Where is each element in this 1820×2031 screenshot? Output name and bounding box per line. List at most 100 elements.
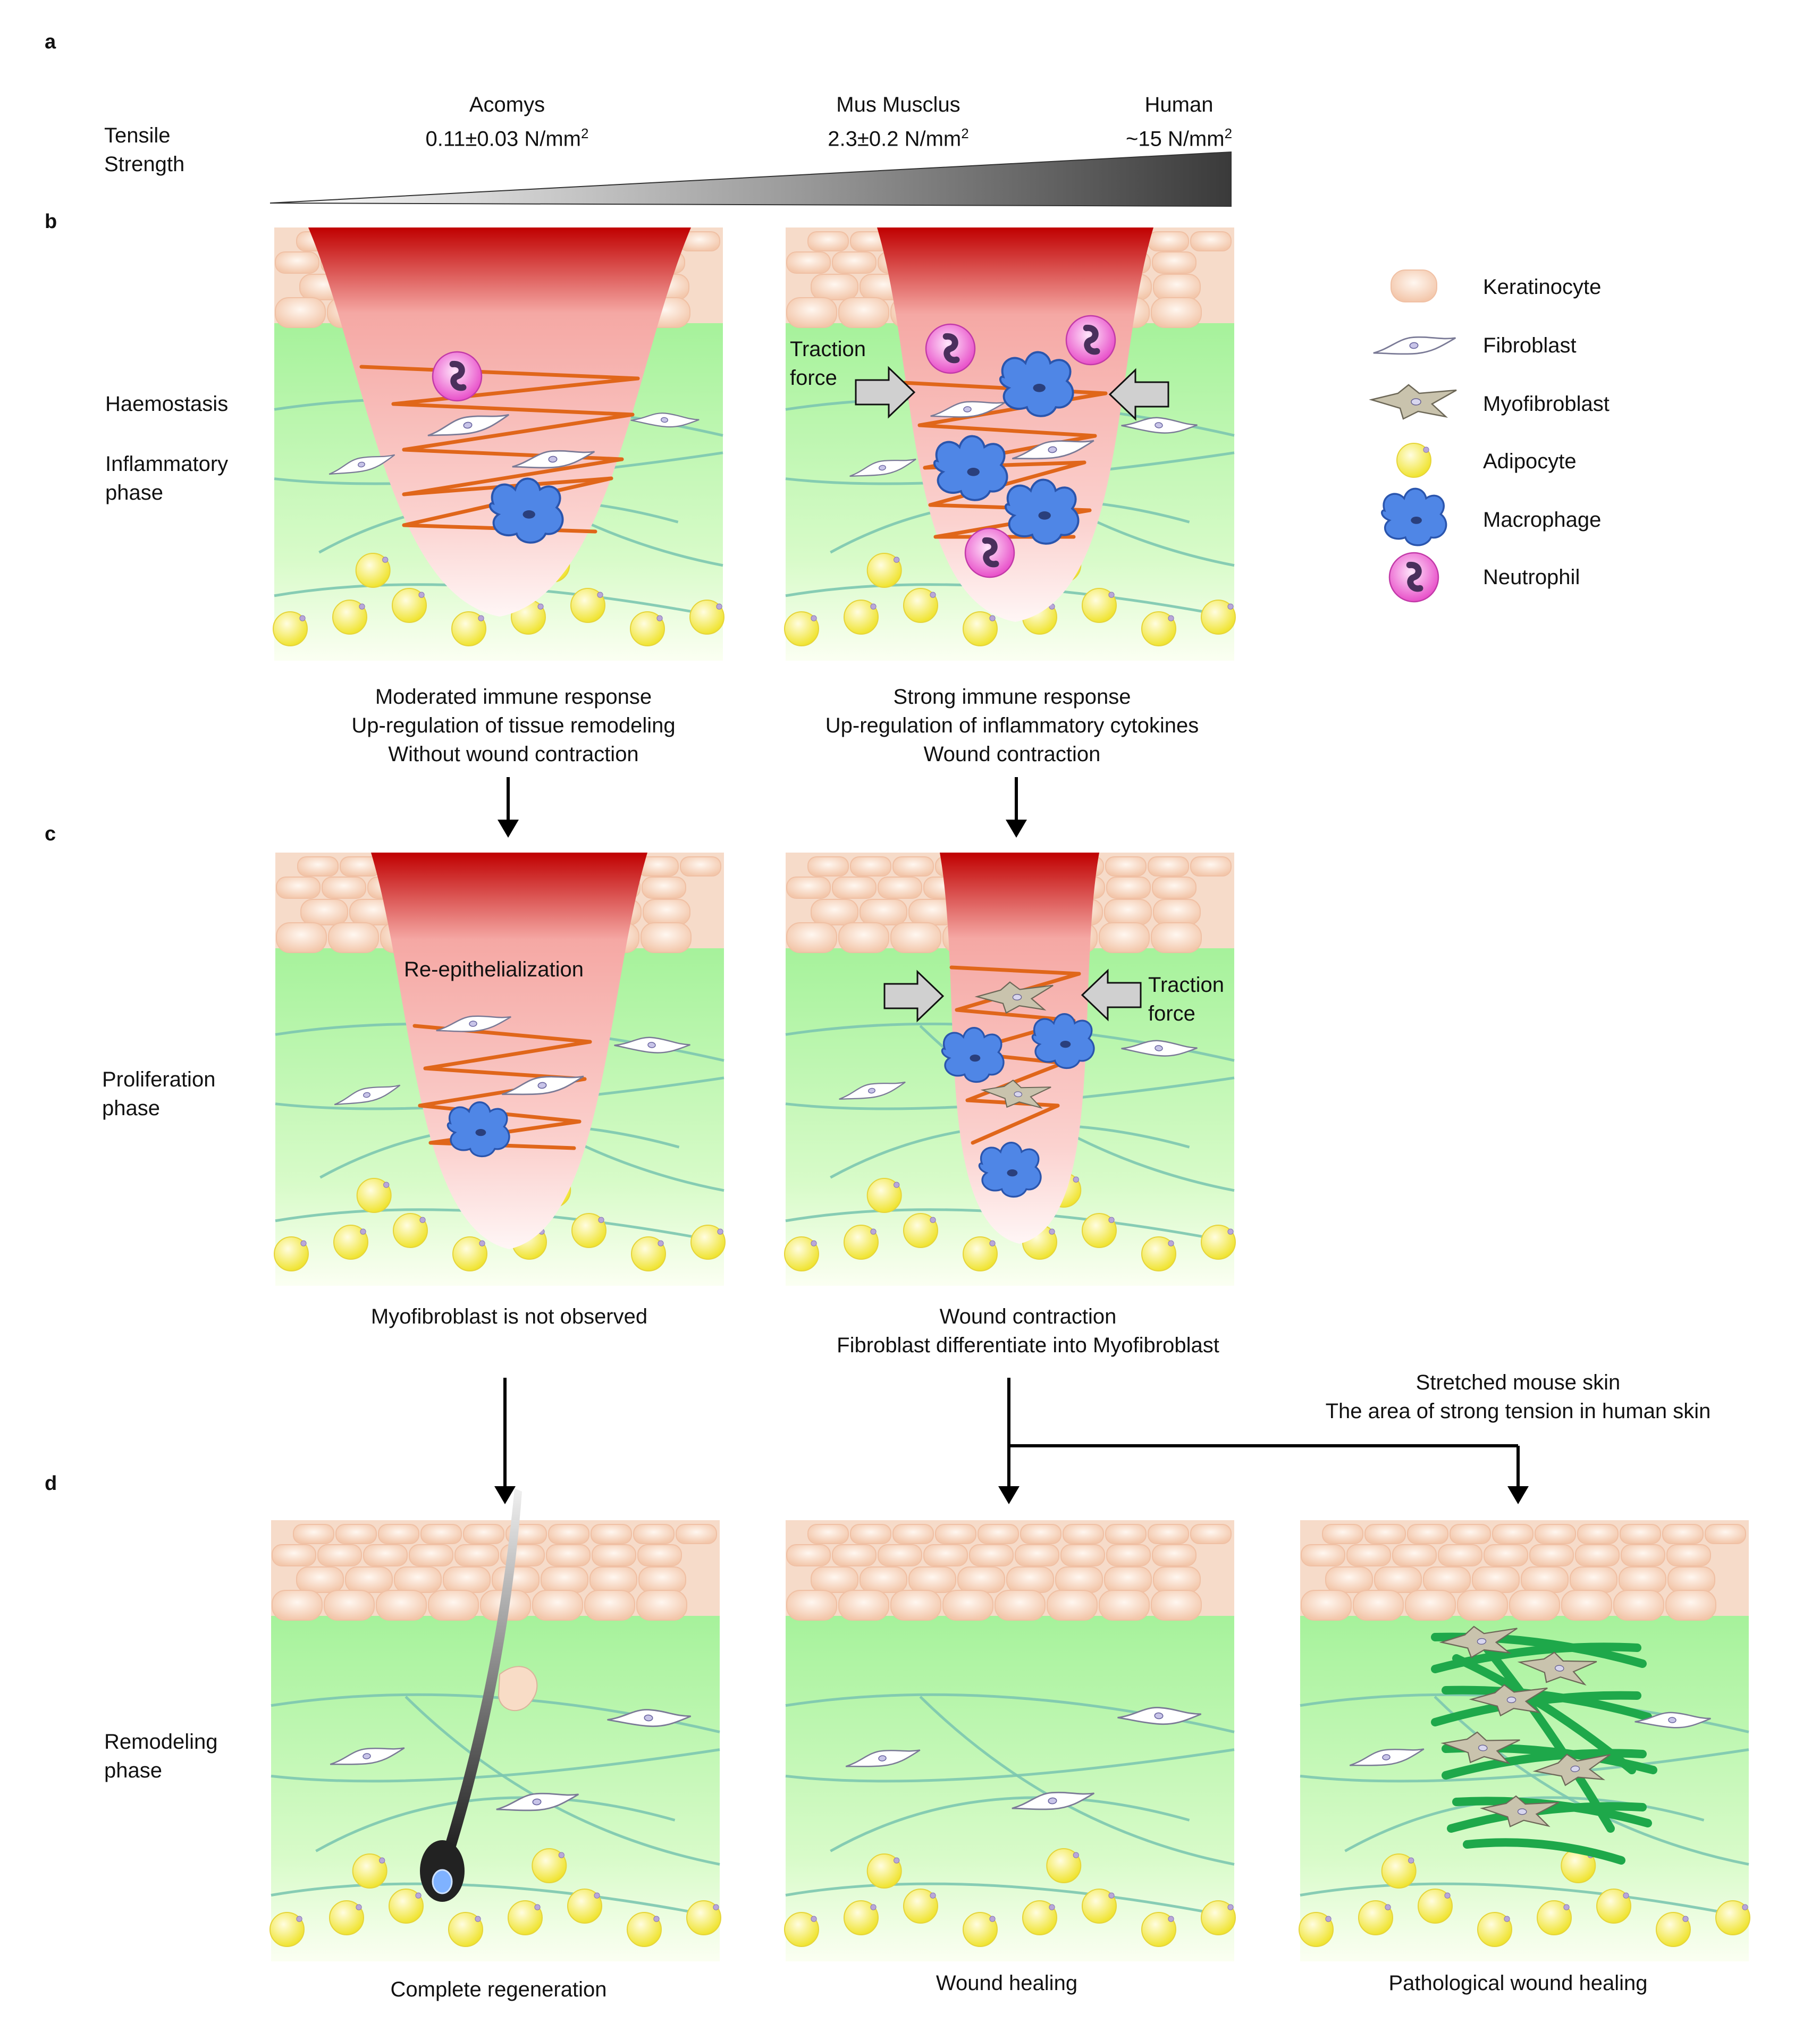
tensile-label: Tensile Strength: [104, 124, 185, 176]
neutrophil-icon: [1065, 315, 1116, 366]
keratinocyte-icon: [1621, 1544, 1665, 1566]
caption-wound-healing: Wound healing: [936, 1971, 1078, 1995]
adipocyte-nucleus-icon: [811, 615, 817, 621]
keratinocyte-icon: [1423, 1566, 1471, 1593]
keratinocyte-icon: [832, 1544, 877, 1566]
keratinocyte-icon: [1561, 1590, 1612, 1621]
keratinocyte-icon: [643, 899, 690, 925]
keratinocyte-icon: [1535, 1524, 1576, 1544]
adipocyte-nucleus-icon: [1444, 1892, 1451, 1899]
adipocyte-icon: [269, 1912, 305, 1947]
panel-label-a: a: [45, 31, 56, 53]
branch-condition-text: Stretched mouse skin The area of strong …: [1325, 1371, 1711, 1423]
keratinocyte-icon: [832, 877, 877, 899]
keratinocyte-icon: [1153, 1566, 1201, 1593]
fibroblast-icon: [1121, 417, 1198, 434]
keratinocyte-icon: [811, 899, 858, 925]
adipocyte-icon: [844, 1900, 879, 1935]
collagen-fiber: [955, 1008, 1076, 1023]
macrophage-icon: [999, 351, 1074, 417]
legend-label-macrophage: Macrophage: [1483, 508, 1602, 532]
adipocyte-nucleus-icon: [1227, 603, 1234, 610]
keratinocyte-icon: [1407, 1524, 1448, 1544]
fibroblast-icon: [630, 412, 700, 428]
keratinocyte-icon: [1015, 1544, 1059, 1566]
keratinocyte-icon: [1577, 1524, 1619, 1544]
keratinocyte-icon: [1106, 877, 1151, 899]
fiber-line: [830, 1796, 1190, 1852]
adipocyte-nucleus-icon: [594, 1892, 600, 1899]
adipocyte-icon: [630, 611, 665, 646]
adipocyte-nucleus-icon: [870, 1228, 877, 1235]
keratinocyte-icon: [1391, 269, 1437, 302]
keratinocyte-icon: [1190, 1524, 1232, 1544]
keratinocyte-icon: [1405, 1590, 1456, 1621]
adipocyte-nucleus-icon: [597, 592, 603, 598]
caption-c-left: Myofibroblast is not observed: [370, 1305, 648, 1328]
macrophage-icon: [933, 435, 1008, 501]
traction-arrow-right: [1108, 368, 1169, 421]
adipocyte-nucleus-icon: [894, 557, 900, 563]
adipocyte-nucleus-icon: [534, 1904, 541, 1910]
keratinocyte-icon: [1151, 922, 1202, 953]
keratinocyte-icon: [592, 1544, 636, 1566]
adipocyte-icon: [1141, 1236, 1176, 1271]
keratinocyte-icon: [322, 877, 366, 899]
adipocyte-nucleus-icon: [716, 603, 722, 610]
adipocyte-icon: [451, 611, 486, 646]
keratinocyte-icon: [1472, 1566, 1520, 1593]
skin-b-left: [273, 227, 724, 661]
keratinocyte-icon: [1353, 1590, 1404, 1621]
adipocyte-icon: [1082, 588, 1117, 623]
keratinocyte-icon: [591, 1524, 632, 1544]
keratinocyte-icon: [1190, 856, 1232, 877]
keratinocyte-icon: [394, 1566, 442, 1593]
adipocyte-icon: [963, 1912, 998, 1947]
adipocyte-nucleus-icon: [1325, 1916, 1332, 1922]
adipocyte-nucleus-icon: [379, 1857, 385, 1864]
adipocyte-layer: [784, 1173, 1236, 1271]
keratinocyte-icon: [296, 1566, 344, 1593]
keratinocyte-icon: [642, 877, 686, 899]
keratinocyte-icon: [272, 1544, 316, 1566]
species-mus-musclus: Mus Musclus 2.3±0.2 N/mm2: [828, 93, 969, 151]
keratinocyte-icon: [638, 1566, 686, 1593]
adipocyte-nucleus-icon: [717, 1228, 723, 1235]
fibroblast-icon: [496, 1792, 579, 1811]
fibroblast-icon: [1117, 1707, 1202, 1725]
species-acomys: Acomys 0.11±0.03 N/mm2: [425, 93, 589, 151]
adipocyte-icon: [1596, 1889, 1631, 1924]
keratinocyte-icon: [878, 877, 922, 899]
keratinocyte-icon: [1529, 1544, 1574, 1566]
adipocyte-nucleus-icon: [475, 1916, 481, 1922]
keratinocyte-icon: [892, 856, 934, 877]
traction-force-label-c: Traction force: [1148, 973, 1225, 1025]
keratinocyte-icon: [1152, 1544, 1197, 1566]
re-epithelialization-label: Re-epithelialization: [404, 958, 584, 981]
adipocyte-icon: [631, 1236, 666, 1271]
skin-c-right: [784, 853, 1236, 1286]
adipocyte-icon: [1537, 1900, 1572, 1935]
collagen-fiber: [391, 376, 640, 406]
adipocyte-icon: [567, 1889, 602, 1924]
keratinocyte-icon: [275, 251, 319, 274]
adipocyte-icon: [784, 611, 819, 646]
sebaceous-gland-icon: [498, 1666, 538, 1711]
keratinocyte-icon: [1152, 877, 1197, 899]
fibroblast-icon: [427, 414, 509, 436]
keratinocyte-icon: [1613, 1590, 1664, 1621]
macrophage-icon: [1031, 1013, 1095, 1069]
keratinocyte-icon: [811, 274, 858, 300]
arrow-to-pathological: [1507, 1446, 1529, 1504]
collagen-fiber: [402, 412, 635, 452]
keratinocyte-icon: [276, 877, 321, 899]
keratinocyte-icon: [345, 1566, 393, 1593]
adipocyte-icon: [866, 1178, 902, 1213]
keratinocyte-icon: [1705, 1524, 1746, 1544]
adipocyte-nucleus-icon: [1504, 1916, 1510, 1922]
keratinocyte-icon: [786, 922, 837, 953]
keratinocyte-icon: [1148, 231, 1189, 251]
adipocyte-icon: [1656, 1912, 1691, 1947]
adipocyte-icon: [1477, 1912, 1512, 1947]
keratinocyte-icon: [969, 1544, 1014, 1566]
